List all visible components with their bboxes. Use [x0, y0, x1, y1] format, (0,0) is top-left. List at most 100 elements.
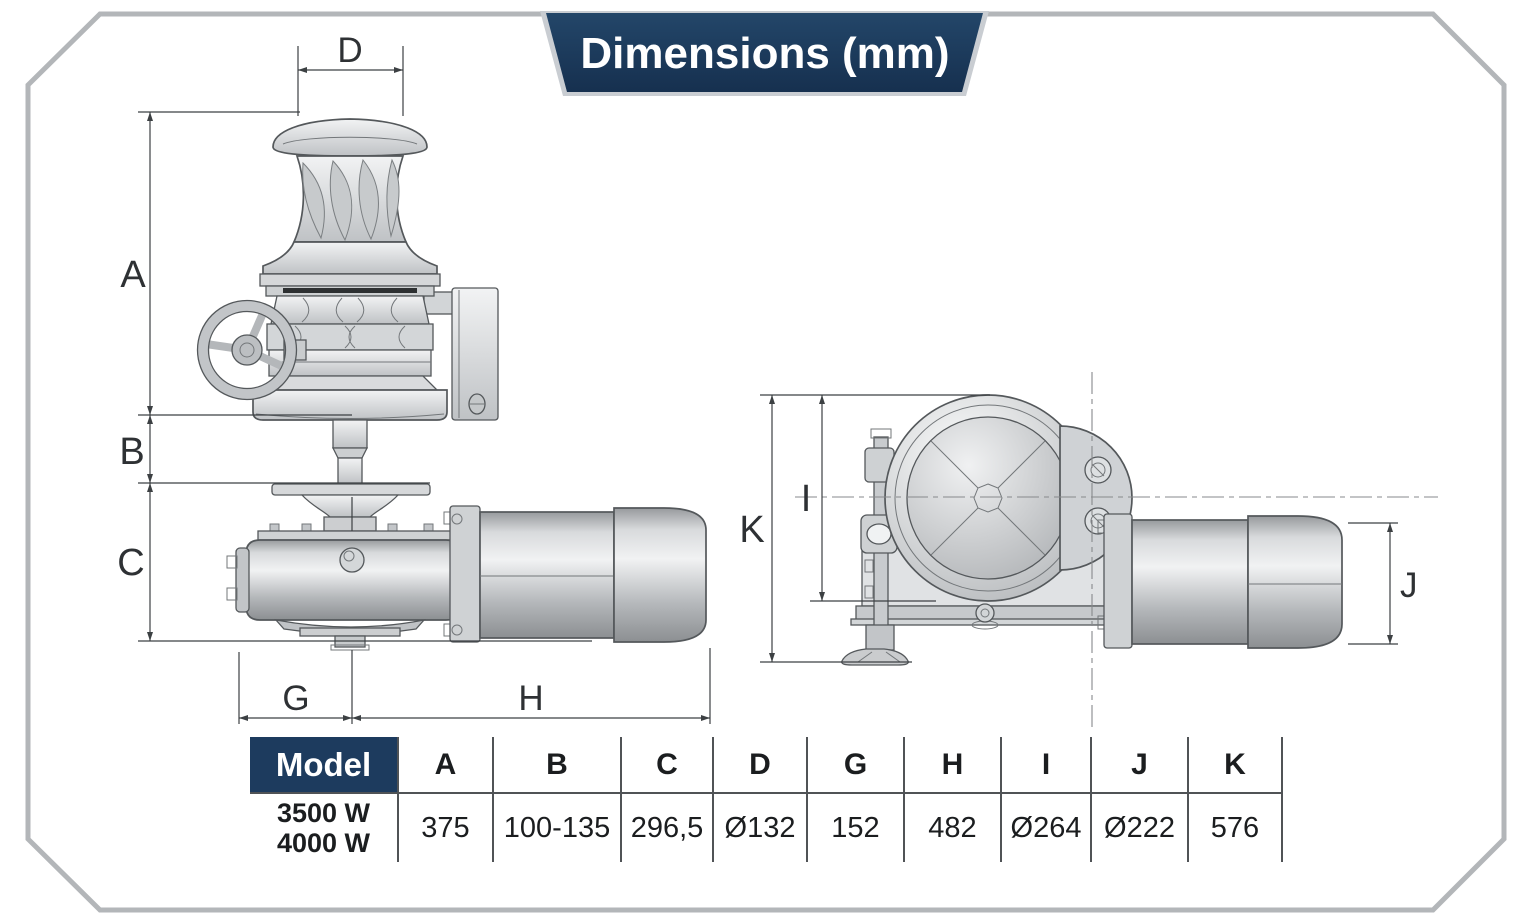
gearbox-bottom-plate [299, 627, 401, 637]
banner-title: Dimensions (mm) [580, 29, 949, 78]
motor-end-cap [1247, 515, 1343, 649]
table-value-B: 100-135 [492, 794, 620, 862]
table-header-C: C [620, 737, 712, 794]
handwheel-hub [231, 334, 263, 366]
dim-label-K: K [739, 509, 764, 551]
table-header-G: G [806, 737, 903, 794]
gearbox-stub-foot [330, 644, 370, 651]
handwheel-hub-center [239, 342, 255, 358]
bolt-stud [423, 523, 434, 532]
motor-flange [1103, 513, 1133, 649]
bracket-plate [451, 287, 499, 421]
lobe-bolt-slot [1091, 463, 1105, 477]
table-value-H: 482 [903, 794, 1000, 862]
gypsy-pocket-lines [301, 297, 399, 323]
foot-pad [841, 648, 909, 666]
table-value-K: 576 [1187, 794, 1283, 862]
table-value-C: 296,5 [620, 794, 712, 862]
gearbox-dome-highlight [343, 550, 355, 562]
motor-front [443, 505, 707, 643]
bolt-stud [301, 523, 312, 532]
table-header-D: D [712, 737, 806, 794]
table-header-I: I [1000, 737, 1090, 794]
dimensions: D A B C G H K I J [117, 31, 1418, 724]
lobe-bolt-inner [1090, 462, 1106, 478]
side-view [795, 372, 1438, 731]
rope-swirl [358, 158, 379, 241]
dim-label-C: C [117, 542, 144, 584]
dim-label-J: J [1400, 566, 1418, 605]
shaft-upper [332, 419, 368, 449]
table-header-K: K [1187, 737, 1283, 794]
bottom-bolt-center [980, 608, 990, 618]
gearbox-left-cap [235, 547, 250, 613]
dim-label-I: I [801, 478, 812, 520]
flange-ring [259, 273, 441, 287]
ext-lines-KI [760, 394, 990, 663]
table-header-B: B [492, 737, 620, 794]
bolt-stud [269, 523, 280, 532]
post-hole [866, 523, 892, 545]
motor-flange [449, 505, 481, 643]
base-drum-curve [255, 413, 445, 419]
table-value-I: Ø264 [1000, 794, 1090, 862]
motor-side [1097, 513, 1343, 649]
ext-line-D [297, 46, 404, 116]
gypsy-band-upper [270, 295, 430, 325]
drum-bell-flare [262, 241, 438, 275]
capstan-cap-line [282, 136, 418, 145]
page-frame-border [25, 11, 1507, 913]
banner-plate [546, 13, 983, 92]
shaft-taper [331, 447, 369, 459]
post-tab [864, 559, 874, 573]
dim-label-D: D [337, 31, 362, 70]
dim-label-G: G [282, 679, 309, 718]
handwheel-rim-outline [196, 299, 298, 401]
gearbox-top-plate [257, 530, 461, 541]
motor-flange-bolt [451, 624, 463, 636]
rope-swirls [302, 158, 400, 242]
deck-plate [271, 483, 431, 496]
table-value-A: 375 [397, 794, 492, 862]
gypsy-pocket-lines-lower [294, 325, 406, 349]
seal-stripe [283, 288, 417, 293]
foot-stem [865, 624, 895, 651]
dimensions-table: Model A B C D G H I J K 3500 W 4000 W 37… [250, 737, 1283, 862]
front-view [196, 118, 707, 651]
table-value-J: Ø222 [1090, 794, 1187, 862]
motor-end-cap [613, 507, 707, 643]
ext-lines-GH [238, 497, 711, 724]
model-line-2: 4000 W [276, 828, 371, 858]
rope-swirl [329, 159, 353, 242]
table-header-J: J [1090, 737, 1187, 794]
gearbox [226, 523, 461, 651]
dim-label-B: B [119, 431, 144, 473]
table-value-D: Ø132 [712, 794, 806, 862]
shaft-lower [337, 457, 363, 485]
table-header-H: H [903, 737, 1000, 794]
base-taper [261, 375, 439, 391]
title-banner: Dimensions (mm) [540, 11, 989, 96]
dim-label-H: H [518, 679, 543, 718]
foot-pad-ribs [857, 651, 901, 663]
drum-cross [930, 440, 1046, 556]
drum-center-octagon [973, 483, 1003, 513]
table-header-A: A [397, 737, 492, 794]
post-cap [870, 428, 892, 439]
table-header-model: Model [250, 737, 397, 794]
motor-body [479, 511, 615, 639]
rope-swirl [302, 161, 325, 240]
bolt-stud [387, 523, 398, 532]
model-line-1: 3500 W [276, 798, 371, 828]
gearbox-left-tab [226, 587, 238, 601]
motor-body [1131, 519, 1249, 645]
motor-flange-bolt [451, 513, 463, 525]
table-value-G: 152 [806, 794, 903, 862]
ext-lines-ABC [138, 111, 592, 642]
funnel-collar [323, 516, 377, 532]
post-tab [864, 585, 874, 599]
dim-label-A: A [120, 254, 146, 296]
rope-swirl [386, 158, 400, 238]
